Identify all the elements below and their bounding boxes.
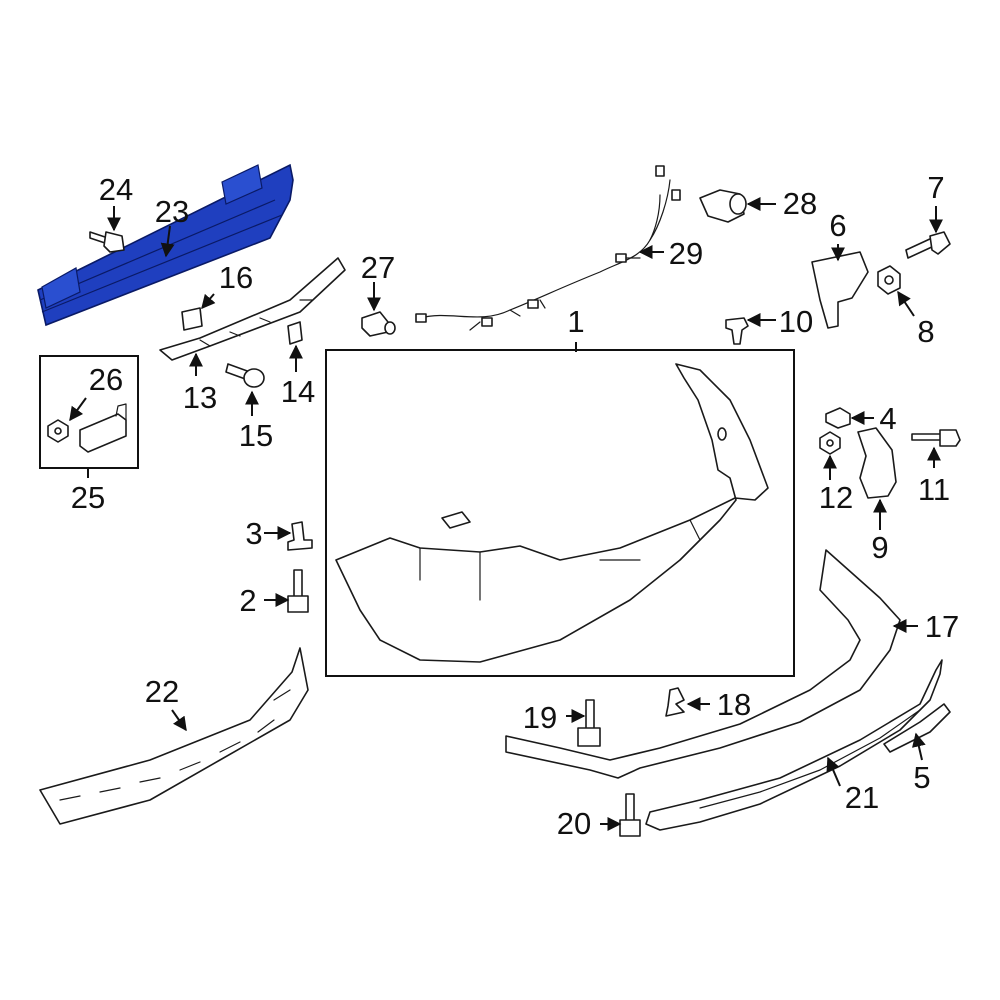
push-pin-10[interactable] (725, 317, 749, 345)
sensor-28[interactable] (699, 189, 747, 223)
callout-2: 2 (239, 583, 256, 618)
leader-16 (201, 293, 216, 310)
clip-14[interactable] (287, 321, 303, 345)
sensor-27[interactable] (361, 311, 396, 337)
clip-3[interactable] (287, 521, 313, 551)
callout-3: 3 (245, 516, 262, 551)
leader-5 (912, 732, 926, 761)
reinforcement-beam-highlighted[interactable] (37, 163, 294, 327)
callout-17: 17 (925, 609, 959, 644)
valance-17[interactable] (505, 549, 901, 779)
bracket-6[interactable] (811, 251, 869, 329)
nut-26[interactable] (47, 419, 69, 443)
callout-13: 13 (183, 380, 217, 415)
callout-numbers: 1 2 3 4 5 6 7 8 9 10 11 12 13 14 15 16 1… (71, 170, 959, 841)
leader-lines (69, 197, 943, 831)
bracket-25[interactable] (79, 403, 127, 453)
callout-9: 9 (871, 530, 888, 565)
clip-18[interactable] (665, 687, 685, 717)
callout-22: 22 (145, 674, 179, 709)
callout-27: 27 (361, 250, 395, 285)
leader-23 (160, 225, 175, 258)
callout-19: 19 (523, 700, 557, 735)
leader-21 (826, 756, 841, 787)
bolt-2[interactable] (287, 569, 309, 613)
callout-16: 16 (219, 260, 253, 295)
nut-8[interactable] (877, 265, 901, 295)
callout-20: 20 (557, 806, 591, 841)
callout-15: 15 (239, 418, 273, 453)
nut-12[interactable] (819, 431, 841, 455)
clip-16[interactable] (181, 307, 203, 331)
callout-4: 4 (879, 401, 896, 436)
callout-24: 24 (99, 172, 133, 207)
absorber-13[interactable] (159, 257, 346, 361)
energy-absorber-22[interactable] (39, 647, 309, 825)
bumper-cover-frame (325, 349, 795, 677)
stud-19[interactable] (577, 699, 601, 747)
trim-5[interactable] (883, 703, 951, 753)
leader-8 (897, 290, 915, 317)
callout-12: 12 (819, 480, 853, 515)
clip-4[interactable] (825, 407, 851, 429)
callout-18: 18 (717, 687, 751, 722)
callout-21: 21 (845, 780, 879, 815)
leader-22 (171, 709, 187, 732)
callout-10: 10 (779, 304, 813, 339)
callout-28: 28 (783, 186, 817, 221)
bolt-7[interactable] (905, 231, 951, 259)
bracket-9[interactable] (857, 427, 897, 499)
callout-7: 7 (927, 170, 944, 205)
bolt-20[interactable] (619, 793, 641, 837)
wiring-harness-29[interactable] (415, 165, 681, 331)
callout-1: 1 (567, 304, 584, 339)
callout-11: 11 (918, 472, 950, 507)
diffuser-21[interactable] (645, 659, 943, 831)
callout-29: 29 (669, 236, 703, 271)
callout-8: 8 (917, 314, 934, 349)
callout-25: 25 (71, 480, 105, 515)
callout-26: 26 (89, 362, 123, 397)
screw-15[interactable] (225, 363, 265, 388)
callout-6: 6 (829, 208, 846, 243)
leader-26 (69, 397, 87, 422)
bumper-cover-1[interactable] (335, 363, 769, 663)
callout-5: 5 (913, 760, 930, 795)
callout-23: 23 (155, 194, 189, 229)
bolt-24[interactable] (89, 231, 125, 253)
callout-14: 14 (281, 374, 315, 409)
bolt-11[interactable] (911, 429, 961, 447)
